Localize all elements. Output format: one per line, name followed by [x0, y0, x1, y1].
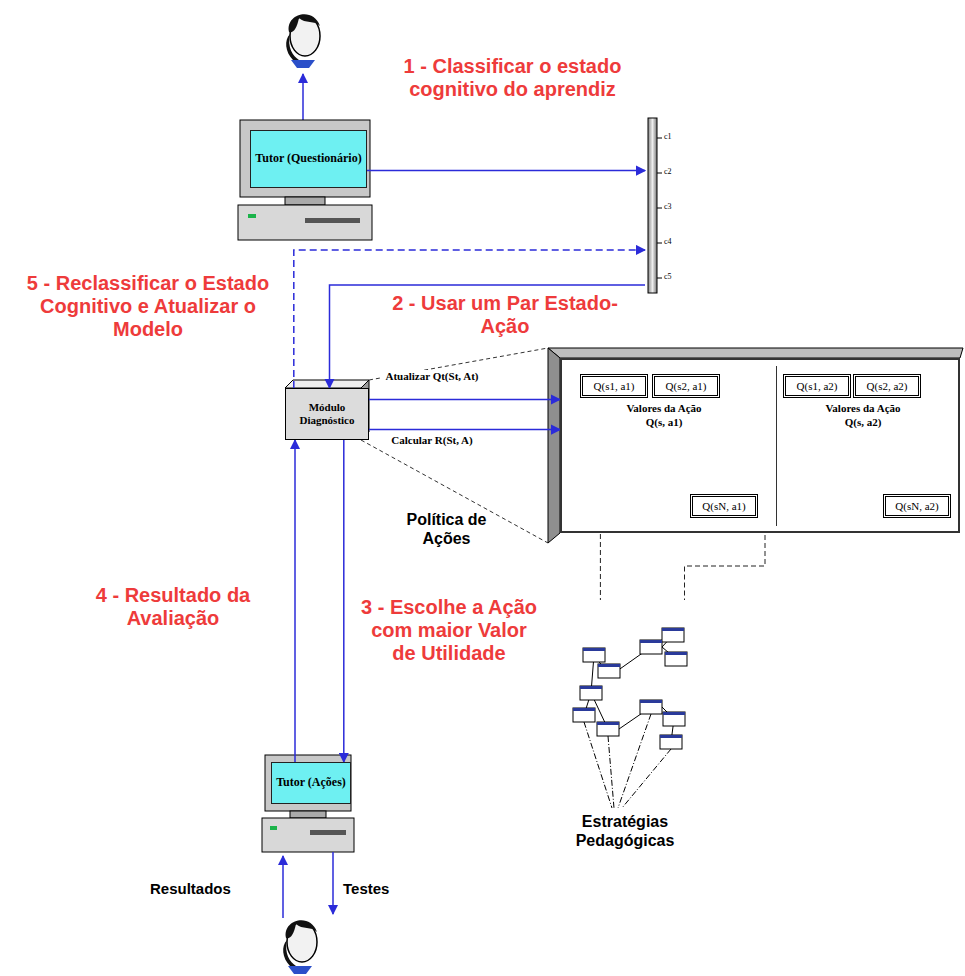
results-label: Resultados	[150, 880, 231, 897]
scale-bar	[648, 118, 662, 293]
arrow-to-person	[302, 74, 304, 120]
pedagogical-strategies: Estratégias Pedagógicas	[540, 600, 710, 860]
connector-arrow	[294, 440, 296, 762]
panel-frame	[548, 348, 963, 543]
node-text: c4	[664, 237, 672, 246]
q-value-box: Q(s2, a1)	[652, 374, 720, 398]
connector-arrow	[367, 170, 645, 172]
q-value-box: Q(s1, a1)	[580, 374, 648, 398]
step-label: 1 - Classificar o estado cognitivo do ap…	[380, 55, 645, 101]
strategy-tree	[573, 628, 687, 808]
step-label: 3 - Escolhe a Ação com maior Valor de Ut…	[358, 596, 540, 665]
node-text: Valores da Ação Q(s, a2)	[817, 402, 909, 430]
tutor-screen: Tutor (Ações)	[271, 762, 351, 804]
connector-arrow	[343, 440, 345, 762]
node-text: Valores da Ação Q(s, a1)	[618, 402, 710, 430]
step-label: 5 - Reclassificar o Estado Cognitivo e A…	[12, 272, 284, 341]
connector-arrow	[369, 399, 560, 401]
action-values-section: Valores da Ação Q(s, a1) Q(s1, a1) Q(s2, a…	[574, 366, 774, 526]
tutor-screen: Tutor (Questionário)	[250, 130, 367, 188]
node-text: Q(s1, a1)	[594, 380, 635, 392]
module-depth	[285, 380, 369, 440]
results-arrow	[282, 856, 284, 918]
person-icon	[286, 14, 320, 68]
node-text: c2	[664, 167, 672, 176]
policy-panel: Política de AçõesValores da Ação Q(s, a1…	[560, 358, 960, 533]
node-text: Tutor (Questionário)	[255, 152, 361, 166]
node-text: Política de Ações	[384, 510, 509, 548]
node-text: c5	[664, 272, 672, 281]
node-text: Q(sN, a1)	[702, 500, 745, 512]
node-text: c3	[664, 202, 672, 211]
node-text: Q(s2, a2)	[867, 380, 908, 392]
step-label: 2 - Usar um Par Estado-Ação	[380, 292, 630, 338]
computer-icon	[262, 755, 354, 852]
connector-arrow	[369, 429, 560, 431]
q-value-box: Q(s2, a2)	[853, 374, 921, 398]
step-label: 4 - Resultado da Avaliação	[62, 584, 284, 630]
node-text: c1	[664, 132, 672, 141]
step-label: Atualizar Qt(St, At)	[382, 370, 482, 383]
step-label: Calcular R(St, A)	[382, 434, 482, 447]
q-value-box: Q(s1, a2)	[783, 374, 851, 398]
computer-icon	[238, 120, 372, 240]
node-text: Q(sN, a2)	[895, 500, 938, 512]
node-text: Módulo Diagnóstico	[286, 401, 368, 426]
person-icon	[283, 920, 317, 974]
diagnostic-module: Módulo Diagnóstico	[285, 388, 369, 440]
tests-arrow	[332, 852, 334, 914]
node-text: Q(s1, a2)	[797, 380, 838, 392]
q-value-box: Q(sN, a2)	[883, 494, 951, 518]
node-text: Estratégias Pedagógicas	[540, 812, 710, 850]
q-value-box: Q(sN, a1)	[690, 494, 758, 518]
scale-bar-node: c1 c2 c3 c4 c5	[645, 118, 675, 293]
node-text: Q(s2, a1)	[666, 380, 707, 392]
tests-label: Testes	[343, 880, 389, 897]
node-text: Tutor (Ações)	[276, 776, 346, 790]
action-values-section: Valores da Ação Q(s, a2) Q(s1, a2) Q(s2, a…	[776, 366, 956, 526]
